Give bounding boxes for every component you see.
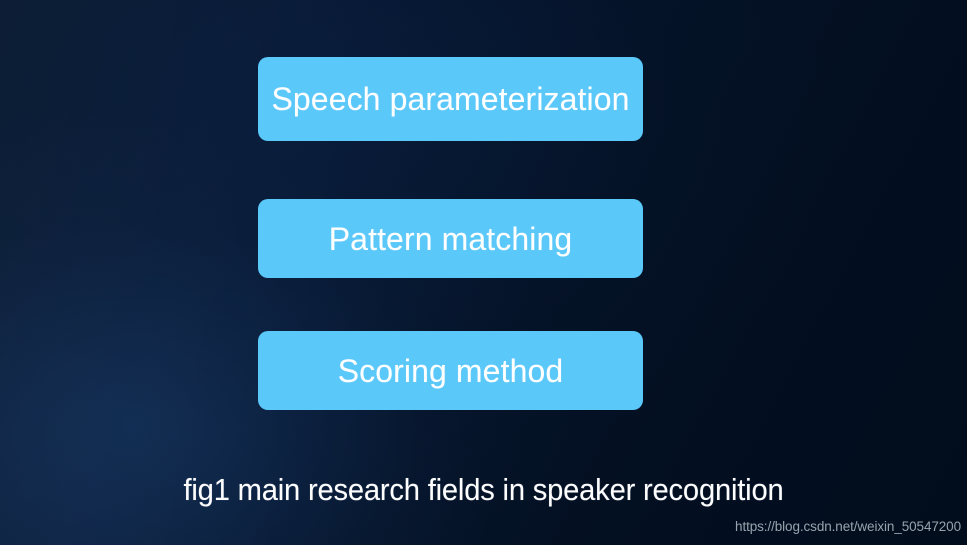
diagram-node-scoring-method[interactable]: Scoring method (258, 331, 643, 410)
diagram-node-speech-parameterization[interactable]: Speech parameterization (258, 57, 643, 141)
diagram-node-label: Speech parameterization (271, 81, 630, 117)
figure-caption: fig1 main research fields in speaker rec… (183, 472, 784, 507)
watermark-url: https://blog.csdn.net/weixin_50547200 (735, 519, 961, 534)
diagram-node-label: Pattern matching (328, 220, 573, 257)
diagram-node-pattern-matching[interactable]: Pattern matching (258, 199, 643, 278)
diagram-node-label: Scoring method (337, 352, 564, 389)
